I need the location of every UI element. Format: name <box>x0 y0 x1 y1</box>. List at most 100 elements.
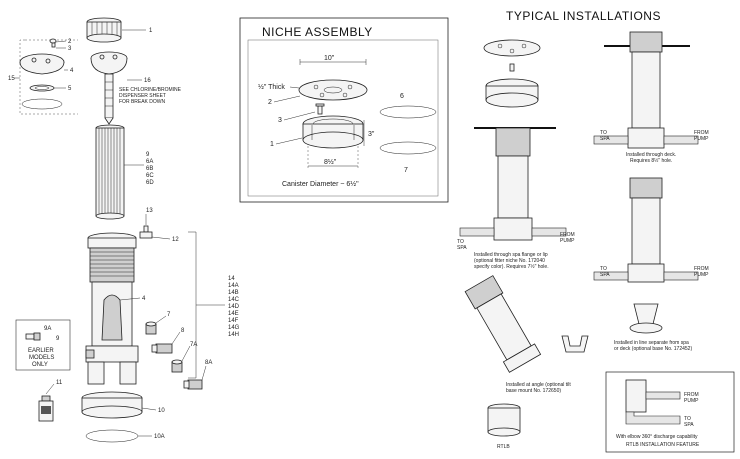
callout-3: 3 <box>68 46 72 52</box>
label-pump-1: PUMP <box>560 238 575 244</box>
callout-7a: 7A <box>190 342 197 348</box>
rtlb-feature-elbow <box>625 379 681 425</box>
label-spa-3: SPA <box>600 272 610 278</box>
niche-dim-height: 3" <box>368 131 375 138</box>
niche-collar <box>302 115 364 149</box>
canister-code-14: 14 <box>228 276 235 282</box>
niche-oring-7 <box>379 141 437 155</box>
part-canister <box>85 232 139 385</box>
rtlb-feature-line-1: With elbow 360° discharge capability <box>616 434 698 440</box>
callout-15: 15 <box>8 76 15 82</box>
niche-assembly-inner-frame <box>247 39 439 197</box>
niche-assembly-frame <box>239 17 449 203</box>
niche-callout-3: 3 <box>278 117 282 124</box>
part-plug-7a <box>171 359 183 373</box>
typical-installations-title: TYPICAL INSTALLATIONS <box>506 9 661 23</box>
part-base-ring <box>81 391 143 419</box>
callout-9-earlier: 9 <box>56 336 60 342</box>
niche-flange-plate <box>298 79 368 101</box>
part-lid-knob <box>49 38 57 48</box>
callout-13: 13 <box>146 208 153 214</box>
callout-5-washer: 5 <box>68 86 72 92</box>
cartridge-code-6c: 6C <box>146 173 154 179</box>
canister-code-14e: 14E <box>228 311 239 317</box>
callout-2: 2 <box>68 39 72 45</box>
install-deck-canister <box>593 31 699 149</box>
dispenser-note-line-3: FOR BREAK DOWN <box>119 99 166 105</box>
earlier-models-line-3: ONLY <box>32 362 48 368</box>
label-from-1: FROM <box>560 232 575 238</box>
label-from-3: FROM <box>694 266 709 272</box>
earlier-models-line-1: EARLIER <box>28 348 54 354</box>
part-filter-cartridge <box>95 124 125 220</box>
part-old-lid <box>19 53 65 75</box>
install-note-angle-1: Installed at angle (optional tilt <box>506 382 571 388</box>
canister-code-14g: 14G <box>228 325 240 331</box>
callout-16: 16 <box>144 78 151 84</box>
install-note-line-1: Installed in line separate from spa <box>614 340 689 346</box>
install-note-line: Installed in line separate from spa or d… <box>614 340 692 352</box>
install-note-flange: Installed through spa flange or lip (opt… <box>474 252 549 270</box>
label-to-4: TO <box>684 416 691 422</box>
label-spa-1: SPA <box>457 245 467 251</box>
install-note-angle-2: base mount No. 172650) <box>506 388 561 394</box>
part-plug-8 <box>151 343 173 354</box>
cartridge-code-6b: 6B <box>146 166 153 172</box>
part-dispenser-lid <box>90 51 128 125</box>
install-note-deck: Installed through deck. Requires 8½" hol… <box>626 152 678 164</box>
callout-11: 11 <box>56 380 63 386</box>
niche-canister-diameter: Canister Diameter ~ 6½" <box>282 180 359 188</box>
install-note-angle: Installed at angle (optional tilt base m… <box>506 382 572 394</box>
callout-9a: 9A <box>44 326 51 332</box>
part-plug-7 <box>145 321 157 335</box>
install-note-flange-3: specify color). Requires 7½" hole. <box>474 263 549 270</box>
canister-codes: 14 14A 14B 14C 14D 14E 14F 14G 14H <box>228 276 241 338</box>
canister-code-14b: 14B <box>228 290 239 296</box>
install-flange-canister <box>459 127 567 241</box>
install-flange-lid <box>483 39 541 57</box>
label-pump-3: PUMP <box>694 272 709 278</box>
label-to-1: TO <box>457 239 464 245</box>
niche-callout-6: 6 <box>400 93 404 100</box>
install-flange-collar <box>485 78 539 108</box>
part-plug-8a <box>183 379 203 390</box>
niche-thick-label: ½" Thick <box>258 83 285 91</box>
earlier-models-line-2: MODELS <box>29 355 54 361</box>
label-spa-4: SPA <box>684 422 694 428</box>
cartridge-code-6d: 6D <box>146 180 154 186</box>
label-to-3: TO <box>600 266 607 272</box>
install-angle-canister <box>464 275 542 373</box>
typical-installations: TYPICAL INSTALLATIONS TO SPA FROM PUMP I… <box>457 9 735 453</box>
dispenser-note-line-1: SEE CHLORINE/BROMINE <box>119 87 182 93</box>
callout-4: 4 <box>142 296 146 302</box>
canister-code-14c: 14C <box>228 297 240 303</box>
rtlb-feature-note: With elbow 360° discharge capability RTL… <box>616 434 700 448</box>
label-pump-4: PUMP <box>684 398 699 404</box>
install-note-deck-2: Requires 8½" hole. <box>630 157 672 164</box>
niche-assembly-title: NICHE ASSEMBLY <box>262 25 373 39</box>
install-line-canister <box>593 177 699 334</box>
install-note-deck-1: Installed through deck. <box>626 152 676 158</box>
niche-dim-bottom: 8½" <box>324 158 337 166</box>
callout-8a: 8A <box>205 360 212 366</box>
callout-7: 7 <box>167 312 171 318</box>
install-note-flange-1: Installed through spa flange or lip <box>474 252 548 258</box>
label-from-2: FROM <box>694 130 709 136</box>
label-to-2: TO <box>600 130 607 136</box>
part-cap-ring <box>86 17 122 43</box>
cartridge-code-9: 9 <box>146 152 150 158</box>
exploded-view: 1 16 SEE CHLORINE/BROMINE DISPENSER SHEE… <box>8 17 241 443</box>
callout-12: 12 <box>172 237 179 243</box>
niche-callout-7: 7 <box>404 167 408 174</box>
niche-callout-2: 2 <box>268 99 272 106</box>
canister-code-14a: 14A <box>228 283 239 289</box>
install-rtlb-base <box>487 403 521 437</box>
cartridge-code-6a: 6A <box>146 159 153 165</box>
niche-dim-top: 10" <box>324 55 335 62</box>
earlier-models-box <box>15 319 71 371</box>
cartridge-codes: 9 6A 6B 6C 6D <box>146 152 155 186</box>
install-note-flange-2: (optional fitter niche No. 172040 <box>474 258 545 264</box>
dispenser-note-line-2: DISPENSER SHEET <box>119 93 166 99</box>
label-from-4: FROM <box>684 392 699 398</box>
